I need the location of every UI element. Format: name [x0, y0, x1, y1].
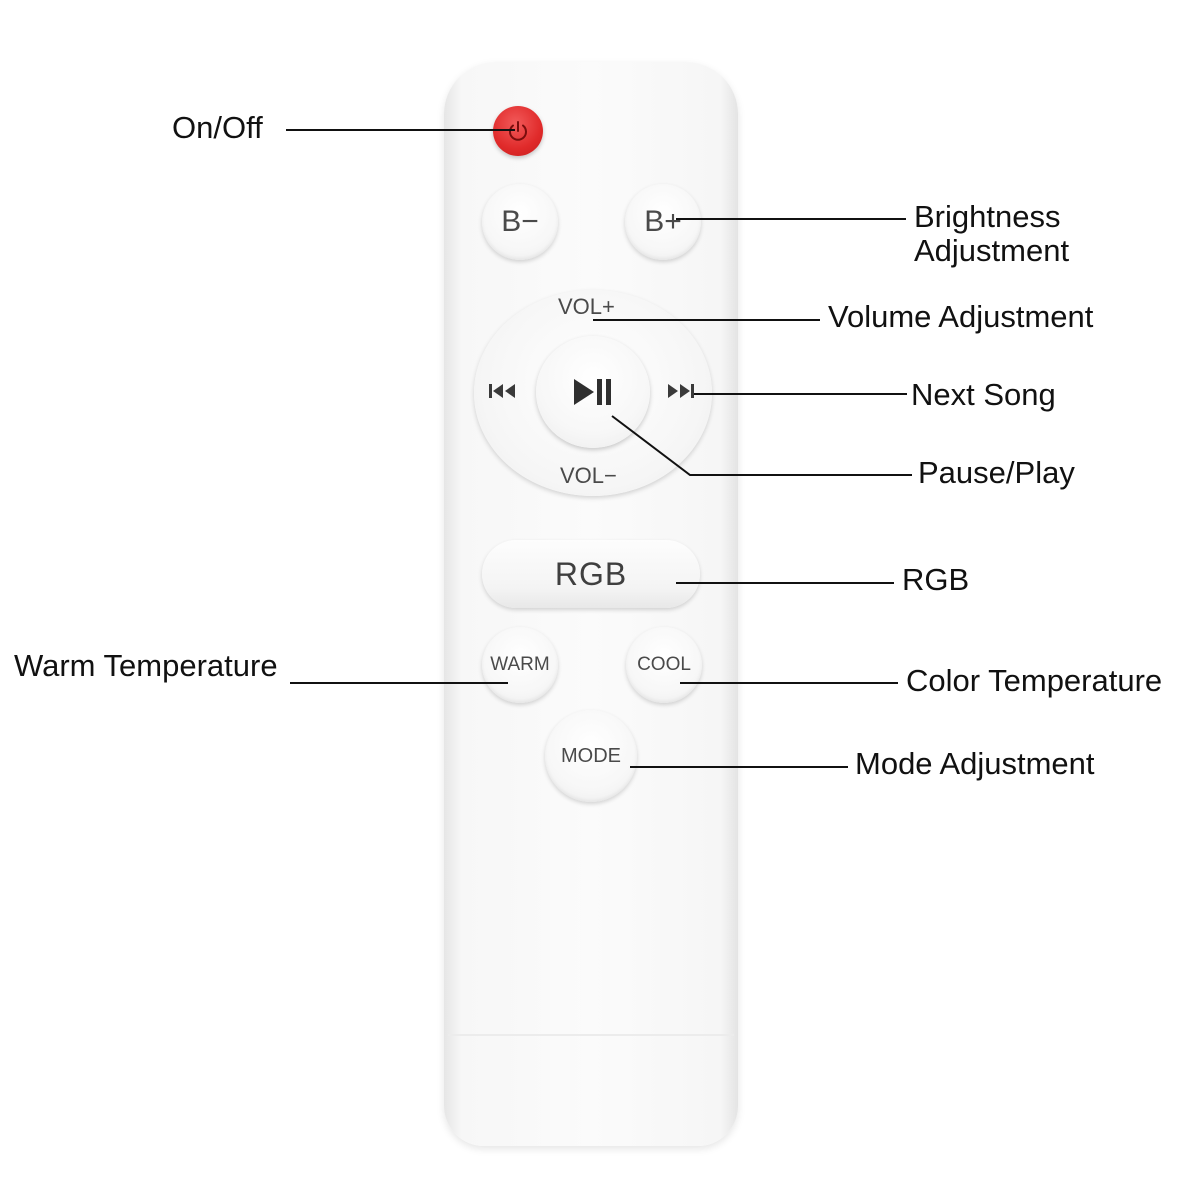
callout-on-off: On/Off — [172, 111, 263, 145]
callout-brightness-line1: Brightness — [914, 200, 1069, 234]
leader-pause — [612, 416, 912, 475]
callout-pause-play: Pause/Play — [918, 456, 1075, 490]
callout-next-song: Next Song — [911, 378, 1056, 412]
callout-brightness: Brightness Adjustment — [914, 200, 1069, 268]
callout-volume: Volume Adjustment — [828, 300, 1093, 334]
callout-warm-temperature: Warm Temperature — [14, 649, 278, 683]
callout-brightness-line2: Adjustment — [914, 234, 1069, 268]
callout-mode: Mode Adjustment — [855, 747, 1095, 781]
callout-rgb: RGB — [902, 563, 969, 597]
callout-color-temperature: Color Temperature — [906, 664, 1162, 698]
